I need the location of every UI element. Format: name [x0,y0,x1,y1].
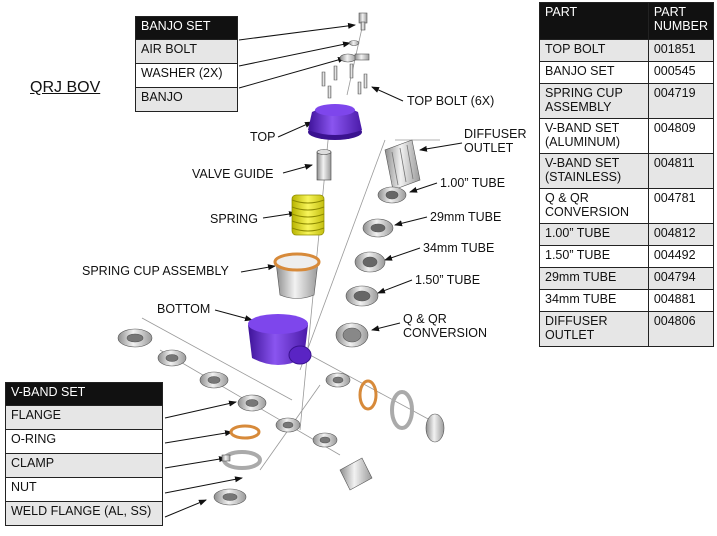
parts-cell-number: 004781 [647,188,715,224]
tube-29-icon [362,218,394,238]
qqr-conversion-icon [335,322,369,348]
lower-tube-1-icon [275,417,301,433]
banjo-set-table: BANJO SET AIR BOLT WASHER (2X) BANJO [135,16,238,112]
callout-spring-cup: SPRING CUP ASSEMBLY [82,264,229,278]
right-clamp-icon [390,390,414,430]
callout-valve-guide: VALVE GUIDE [192,167,274,181]
lower-tube-2-icon [312,432,338,448]
parts-cell-part: V-BAND SET (STAINLESS) [539,153,649,189]
parts-cell-part: BANJO SET [539,61,649,84]
parts-cell-number: 000545 [647,61,715,84]
parts-row: V-BAND SET (STAINLESS)004811 [539,153,715,189]
right-flange-icon [325,372,351,388]
clamp-icon [221,450,262,470]
flange-parts [117,328,445,506]
parts-header-number: PART NUMBER [647,2,715,40]
flange-icon [237,394,267,412]
vband-item-oring: O-RING [5,429,163,454]
lower-diffuser-icon [339,457,373,491]
parts-cell-number: 004812 [647,223,715,246]
banjo-item-air-bolt: AIR BOLT [135,39,238,64]
parts-cell-number: 004881 [647,289,715,312]
tube-100-icon [377,186,407,204]
banjo-icon [339,53,370,63]
tube-150-icon [345,285,379,307]
parts-cell-part: TOP BOLT [539,39,649,62]
flange-left2-icon [199,371,229,389]
parts-cell-number: 004806 [647,311,715,347]
top-bolt-icons [321,63,368,99]
vband-set-table: V-BAND SET FLANGE O-RING CLAMP NUT WELD … [5,382,163,526]
parts-cell-number: 004719 [647,83,715,119]
banjo-item-washer: WASHER (2X) [135,63,238,88]
banjo-set-header: BANJO SET [135,16,238,40]
weld-flange-left-icon [117,328,153,348]
outlet-parts [335,139,421,348]
tube-34-icon [354,251,386,273]
top-icon [308,104,362,140]
vband-item-flange: FLANGE [5,405,163,430]
callout-tube-34: 34mm TUBE [423,241,495,255]
callout-tube-150: 1.50” TUBE [415,273,481,287]
callout-qqr-conversion: Q & QR CONVERSION [403,312,488,340]
right-weld-flange-icon [425,413,445,443]
bottom-icon [248,314,312,365]
flange-left-icon [157,349,187,367]
page-title: QRJ BOV [30,79,101,96]
parts-cell-number: 004492 [647,245,715,268]
callout-tube-29: 29mm TUBE [430,210,502,224]
callout-spring: SPRING [210,212,258,226]
spring-icon [291,194,325,236]
parts-cell-part: DIFFUSER OUTLET [539,311,649,347]
parts-cell-part: V-BAND SET (ALUMINUM) [539,118,649,154]
air-bolt-icon [358,12,368,31]
parts-cell-part: 1.00” TUBE [539,223,649,246]
parts-header-part: PART [539,2,649,40]
oring-icon [229,424,261,440]
spring-cup-icon [273,252,321,299]
diffuser-outlet-icon [384,139,421,191]
parts-row: V-BAND SET (ALUMINUM)004809 [539,118,715,154]
washer-icon [348,40,360,46]
callout-bottom: BOTTOM [157,302,211,316]
vband-item-clamp: CLAMP [5,453,163,478]
parts-cell-part: 29mm TUBE [539,267,649,290]
callout-top-bolt: TOP BOLT (6X) [407,94,495,108]
callout-diffuser-outlet: DIFFUSER OUTLET [464,127,527,155]
valve-guide-icon [316,149,332,181]
vband-item-weld-flange: WELD FLANGE (AL, SS) [5,501,163,526]
parts-cell-number: 004811 [647,153,715,189]
callout-tube-100: 1.00” TUBE [440,176,506,190]
callout-top: TOP [250,130,276,144]
right-oring-icon [358,379,378,411]
assembly-lines [141,27,440,471]
vband-item-nut: NUT [5,477,163,502]
weld-flange-icon [213,488,247,506]
leader-lines [164,22,463,518]
parts-cell-number: 004809 [647,118,715,154]
banjo-item-banjo: BANJO [135,87,238,112]
parts-cell-part: 1.50” TUBE [539,245,649,268]
